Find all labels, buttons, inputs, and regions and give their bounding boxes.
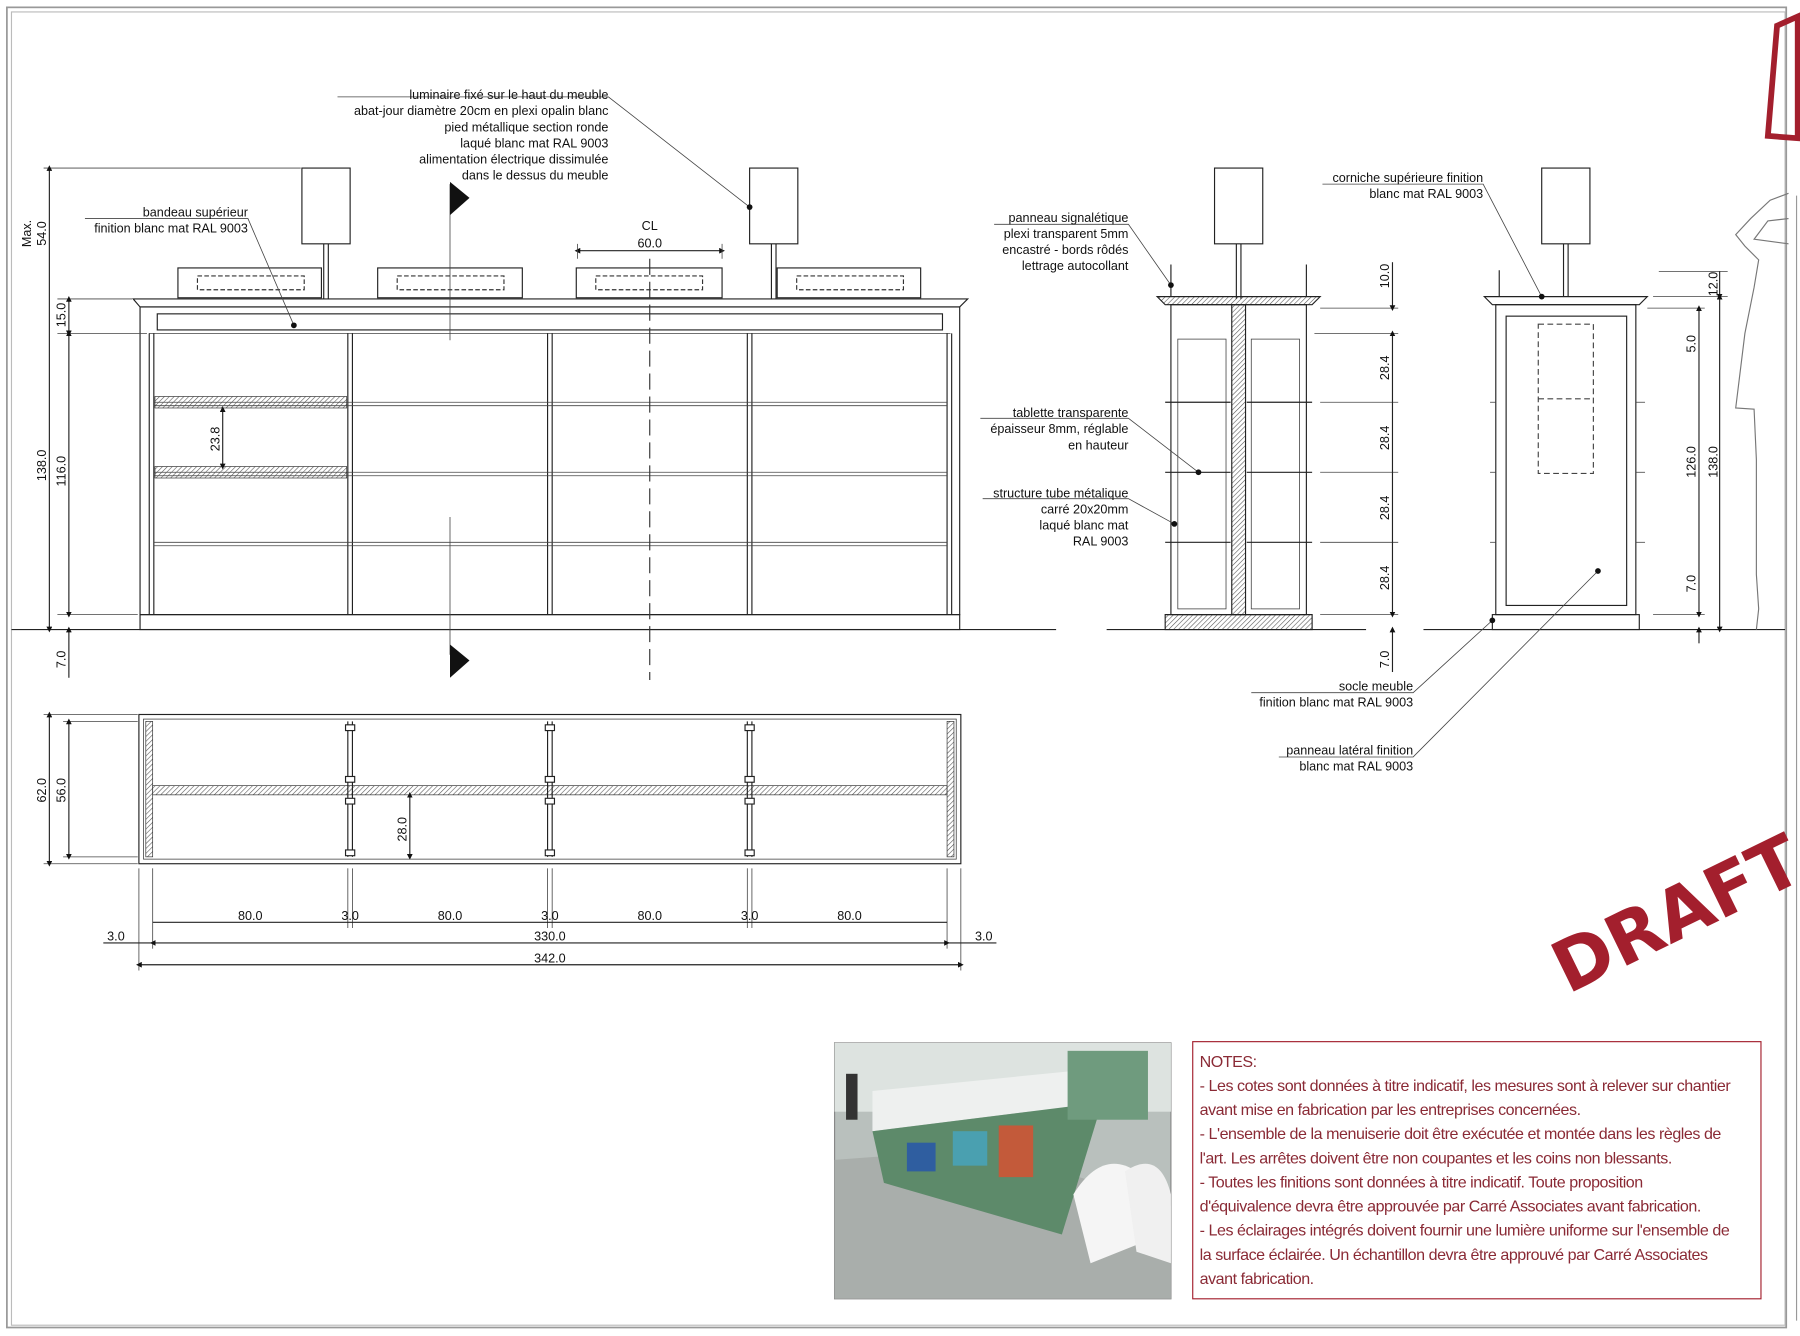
stamp-corner — [1764, 12, 1800, 142]
note-line: - Toutes les finitions sont données à ti… — [1200, 1173, 1643, 1191]
sign-panels — [177, 267, 922, 299]
dim-28: 28.0 — [395, 817, 409, 842]
dim-138: 138.0 — [35, 450, 49, 482]
dim-7: 7.0 — [1685, 575, 1699, 593]
panneau-lateral-label: panneau latéral finition — [1286, 744, 1413, 758]
dim-3: 3.0 — [975, 930, 993, 944]
dim-342: 342.0 — [534, 951, 566, 965]
side-elevation: 12.0 138.0 5.0 126.0 7.0 corniche supéri… — [1251, 167, 1789, 774]
luminaire-label: abat-jour diamètre 20cm en plexi opalin … — [354, 104, 608, 118]
note-line: la surface éclairée. Un échantillon devr… — [1200, 1246, 1708, 1264]
tablette-label: tablette transparente — [1013, 406, 1129, 420]
structure-label: carré 20x20mm — [1041, 503, 1129, 517]
panneau-lateral-label: blanc mat RAL 9003 — [1299, 760, 1413, 774]
dim-28.4: 28.4 — [1378, 566, 1392, 591]
dim-330: 330.0 — [534, 930, 566, 944]
dim-max: Max. — [20, 220, 34, 247]
section-view: 10.0 28.4 28.4 28.4 28.4 7.0 panneau sig… — [980, 167, 1399, 673]
dim-12: 12.0 — [1706, 272, 1720, 297]
bandeau-label: bandeau supérieur — [143, 205, 248, 219]
dim-5: 5.0 — [1685, 335, 1699, 353]
human-silhouette — [1734, 192, 1789, 630]
dim-3: 3.0 — [107, 930, 125, 944]
bandeau-label: finition blanc mat RAL 9003 — [94, 221, 248, 235]
dim-28.4: 28.4 — [1378, 426, 1392, 451]
note-line: - L'ensemble de la menuiserie doit être … — [1200, 1125, 1722, 1143]
dim-3: 3.0 — [741, 909, 759, 923]
luminaire-label: dans le dessus du meuble — [462, 169, 609, 183]
dim-28.4: 28.4 — [1378, 496, 1392, 521]
lamp — [301, 167, 351, 299]
luminaire-label: pied métallique section ronde — [444, 120, 608, 134]
dim-3: 3.0 — [341, 909, 359, 923]
notes-box: NOTES: - Les cotes sont données à titre … — [1192, 1041, 1762, 1300]
draft-stamp-text: DRAFT — [1539, 818, 1800, 1009]
note-line: avant mise en fabrication par les entrep… — [1200, 1101, 1581, 1119]
front-elevation: CL 60.0 23.8 Max. 54.0 138.0 15.0 116.0 … — [11, 88, 1057, 681]
dim-7: 7.0 — [1378, 651, 1392, 669]
dim-60: 60.0 — [637, 236, 662, 250]
dim-116: 116.0 — [54, 456, 68, 487]
dim-54: 54.0 — [35, 221, 49, 246]
notes-title: NOTES: — [1200, 1053, 1257, 1071]
dim-80: 80.0 — [438, 909, 463, 923]
dim-80: 80.0 — [637, 909, 662, 923]
panneau-label: plexi transparent 5mm — [1004, 227, 1129, 241]
panneau-label: lettrage autocollant — [1022, 259, 1129, 273]
socle-label: socle meuble — [1339, 679, 1413, 693]
lamp — [749, 167, 799, 299]
plan-view: 62.0 56.0 28.0 80.0 80.0 80.0 80.0 3.0 3… — [35, 711, 997, 971]
panneau-label: encastré - bords rôdés — [1002, 243, 1128, 257]
sheet-border — [6, 6, 1788, 1329]
dim-10: 10.0 — [1378, 264, 1392, 289]
panneau-label: panneau signalétique — [1009, 211, 1129, 225]
dim-80: 80.0 — [238, 909, 263, 923]
rendering-photo — [833, 1042, 1172, 1300]
corniche-label: corniche supérieure finition — [1332, 171, 1483, 185]
section-arrow-icon — [450, 181, 470, 216]
structure-label: RAL 9003 — [1073, 535, 1129, 549]
dim-23.8: 23.8 — [208, 427, 222, 452]
dim-80: 80.0 — [837, 909, 862, 923]
note-line: - Les éclairages intégrés doivent fourni… — [1200, 1222, 1730, 1240]
dim-126: 126.0 — [1685, 446, 1699, 478]
sheet-inner-border — [10, 11, 1786, 1326]
dim-28.4: 28.4 — [1378, 356, 1392, 381]
corniche-label: blanc mat RAL 9003 — [1369, 187, 1483, 201]
structure-label: structure tube métalique — [993, 487, 1128, 501]
note-line: d'équivalence devra être approuvée par C… — [1200, 1198, 1701, 1216]
luminaire-label: laqué blanc mat RAL 9003 — [460, 136, 608, 150]
tablette-label: en hauteur — [1068, 438, 1128, 452]
dim-56: 56.0 — [54, 778, 68, 803]
top-band — [156, 313, 944, 331]
draft-stamp: DRAFT — [1539, 818, 1800, 1009]
note-line: l'art. Les arrêtes doivent être non coup… — [1200, 1149, 1672, 1167]
structure-label: laqué blanc mat — [1039, 519, 1129, 533]
dim-3: 3.0 — [541, 909, 559, 923]
dim-138: 138.0 — [1706, 446, 1720, 478]
note-line: avant fabrication. — [1200, 1270, 1314, 1288]
dim-7: 7.0 — [54, 651, 68, 669]
tablette-label: épaisseur 8mm, réglable — [990, 422, 1128, 436]
cl-label: CL — [642, 219, 658, 233]
section-arrow-icon — [450, 644, 470, 678]
dim-15: 15.0 — [54, 303, 68, 328]
luminaire-label: luminaire fixé sur le haut du meuble — [409, 88, 608, 102]
note-line: - Les cotes sont données à titre indicat… — [1200, 1077, 1732, 1095]
socle-label: finition blanc mat RAL 9003 — [1259, 695, 1413, 709]
dim-62: 62.0 — [35, 778, 49, 803]
luminaire-label: alimentation électrique dissimulée — [419, 152, 608, 166]
